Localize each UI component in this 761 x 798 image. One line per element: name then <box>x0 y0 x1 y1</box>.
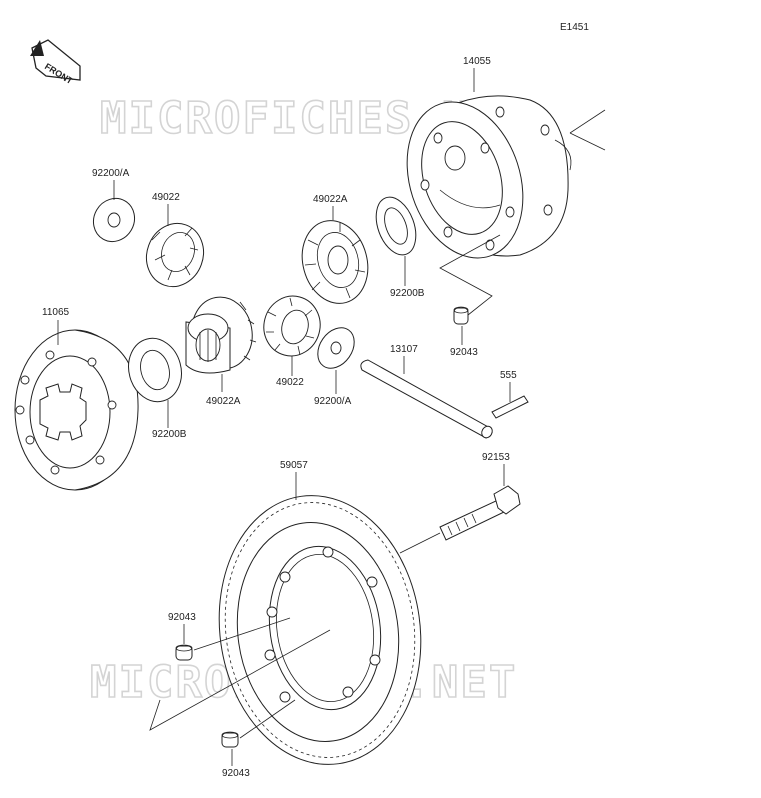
side-gear-upper <box>301 220 369 304</box>
label-49022-upper: 49022 <box>152 192 180 203</box>
washer-left <box>128 337 182 403</box>
pin-case <box>453 306 469 325</box>
label-92153: 92153 <box>482 452 510 463</box>
ring-gear <box>218 495 422 765</box>
bevel-gear-upper <box>146 222 204 288</box>
side-gear-lower <box>185 296 257 374</box>
label-92043-left: 92043 <box>168 612 196 623</box>
bevel-gear-lower <box>263 295 321 357</box>
shaft <box>360 359 493 439</box>
diagram-code: E1451 <box>560 22 589 33</box>
label-59057: 59057 <box>280 460 308 471</box>
case-cover <box>14 329 139 491</box>
label-49022A-upper: 49022A <box>313 194 348 205</box>
label-92043-case: 92043 <box>450 347 478 358</box>
pin-left <box>175 644 193 661</box>
label-14055: 14055 <box>463 56 491 67</box>
differential-case <box>406 95 606 259</box>
label-92043-bottom: 92043 <box>222 768 250 779</box>
label-49022-lower: 49022 <box>276 377 304 388</box>
label-555: 555 <box>500 370 517 381</box>
washer-lower <box>317 327 355 369</box>
label-11065: 11065 <box>42 307 70 318</box>
washer-case <box>375 196 417 256</box>
label-92200A-lower: 92200/A <box>314 396 352 407</box>
label-49022A-lower: 49022A <box>206 396 241 407</box>
washer-upper-left <box>92 197 136 243</box>
label-92200B-case: 92200B <box>390 288 425 299</box>
bolt <box>439 485 521 541</box>
label-13107: 13107 <box>390 344 418 355</box>
spring-pin <box>491 395 529 419</box>
front-arrow-icon: FRONT <box>30 39 81 86</box>
pin-bottom <box>221 731 239 748</box>
label-92200A-upper: 92200/A <box>92 168 130 179</box>
label-92200B-left: 92200B <box>152 429 187 440</box>
